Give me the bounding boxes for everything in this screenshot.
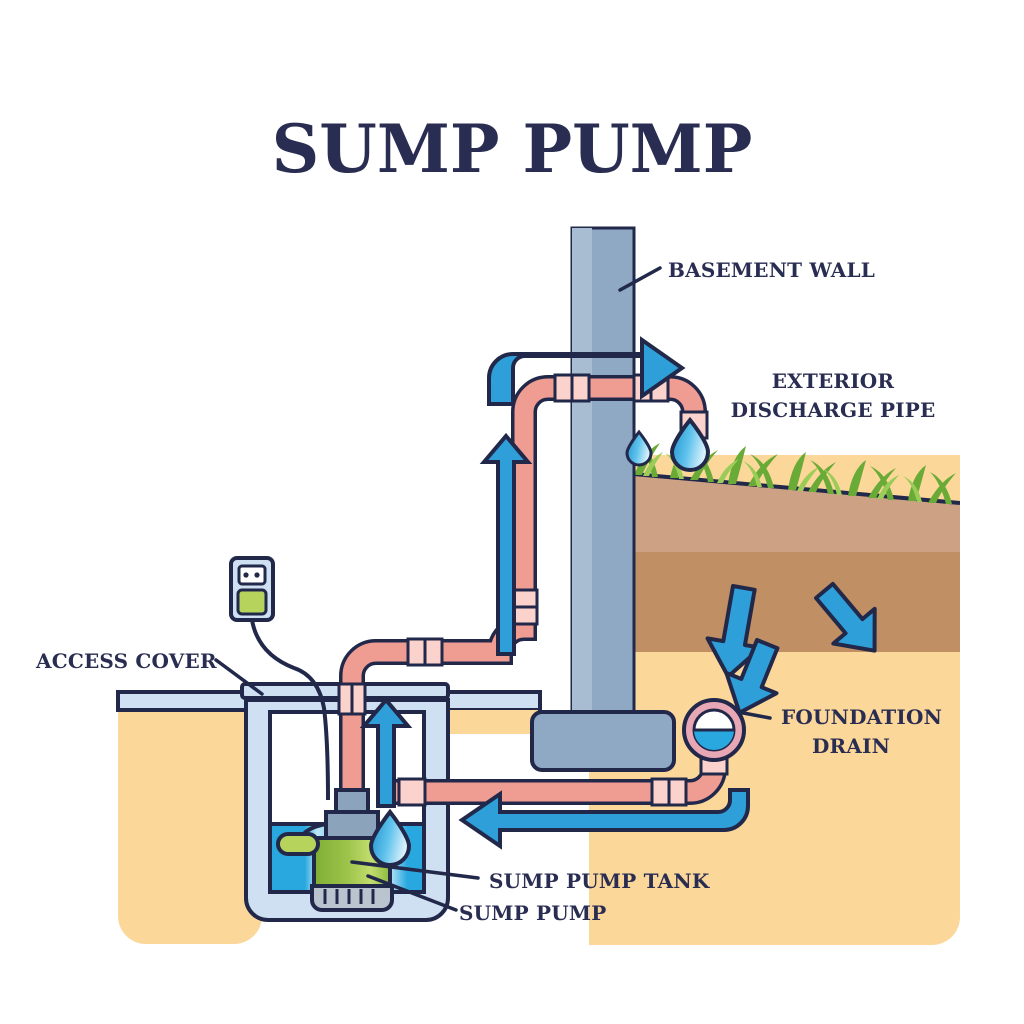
soil-layer-top [589, 470, 960, 552]
foundation-drain [682, 698, 746, 762]
label-foundation-drain-line2: DRAIN [812, 734, 890, 758]
basement-wall [530, 226, 676, 772]
water-droplet-icon [669, 416, 711, 472]
outlet-plug [236, 588, 268, 616]
leader-access-cover [214, 658, 264, 696]
label-sump-pump: SUMP PUMP [459, 901, 606, 925]
wall-footing [530, 710, 676, 772]
label-access-cover: ACCESS COVER [35, 649, 217, 673]
pump-intake-slots [323, 889, 375, 904]
electrical-outlet-icon[interactable] [229, 556, 275, 622]
page-title: SUMP PUMP [272, 110, 753, 188]
wall-highlight [572, 228, 592, 718]
pipe-joint [553, 373, 591, 403]
seepage-arrow-icon [705, 584, 763, 679]
seepage-arrow-icon [814, 581, 877, 653]
flow-arrow-icon [479, 432, 533, 656]
label-basement-wall: BASEMENT WALL [668, 258, 875, 282]
flow-arrow-icon [359, 696, 413, 808]
label-sump-pump-tank: SUMP PUMP TANK [489, 869, 710, 893]
socket-hole [254, 572, 260, 578]
basement-floor-assembly [116, 690, 542, 944]
flow-arrows [359, 336, 750, 850]
power-cord [250, 619, 330, 801]
pipe-joint [337, 682, 367, 716]
pipe-joint [650, 777, 688, 807]
soil-layer-mid [589, 552, 960, 652]
water-droplet-icon [368, 808, 412, 867]
label-exterior-discharge-pipe-line1: EXTERIOR [772, 369, 895, 393]
float-switch[interactable] [276, 832, 320, 856]
leader-basement-wall [618, 266, 662, 292]
leader-foundation-drain [736, 710, 772, 720]
flow-arrow-icon [487, 336, 686, 406]
leader-lines [214, 266, 772, 912]
drain-water [694, 730, 734, 750]
socket-hole [243, 572, 249, 578]
ground-surface-line [589, 468, 960, 505]
label-foundation-drain-line1: FOUNDATION [781, 705, 942, 729]
seepage-arrow-icon [724, 638, 780, 715]
sump-pump [276, 788, 394, 912]
sand-layer-left [118, 700, 262, 944]
leader-sump-pump-tank [350, 860, 480, 880]
outlet-socket [237, 564, 267, 586]
seepage-arrows [705, 581, 877, 715]
water-droplet-icon [625, 429, 653, 467]
pump-motor-housing [324, 810, 380, 842]
pipe-joint [406, 637, 444, 667]
flow-arrow-icon [458, 788, 750, 850]
pipe-joint [397, 777, 427, 807]
label-exterior-discharge-pipe-line2: DISCHARGE PIPE [731, 398, 936, 422]
leader-sump-pump [366, 874, 458, 912]
